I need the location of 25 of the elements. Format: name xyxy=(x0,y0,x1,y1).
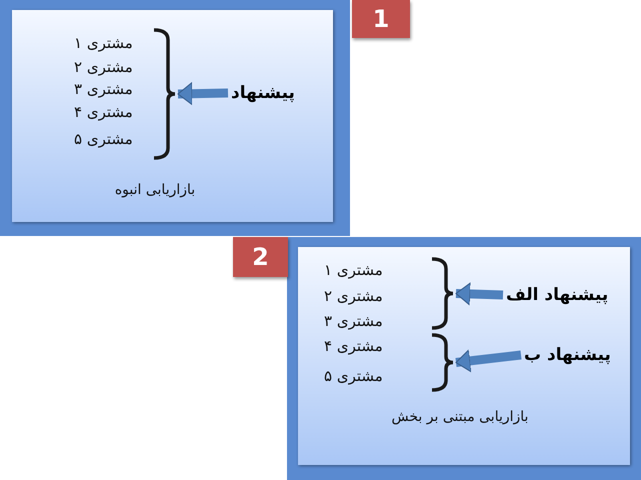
content-panel xyxy=(12,10,333,222)
offer-label: پیشنهاد الف xyxy=(506,285,608,305)
customer-label: مشتری ۵ xyxy=(74,130,134,148)
curly-brace xyxy=(430,333,454,392)
offer-label: پیشنهاد ب xyxy=(524,345,611,365)
customer-label: مشتری ۳ xyxy=(74,80,134,98)
panel-caption: بازاریابی انبوه xyxy=(114,182,196,198)
customer-label: مشتری ۲ xyxy=(324,287,384,305)
customer-label: مشتری ۲ xyxy=(74,58,134,76)
number-badge: 2 xyxy=(233,237,288,277)
customer-label: مشتری ۴ xyxy=(324,337,384,355)
customer-label: مشتری ۳ xyxy=(324,312,384,330)
number-badge: 1 xyxy=(352,0,410,38)
arrow xyxy=(178,82,228,106)
curly-brace xyxy=(152,28,176,160)
customer-label: مشتری ۱ xyxy=(74,34,134,52)
offer-label: پیشنهاد xyxy=(231,83,295,103)
customer-label: مشتری ۱ xyxy=(324,261,384,279)
content-panel xyxy=(298,247,630,465)
customer-label: مشتری ۴ xyxy=(74,103,134,121)
customer-label: مشتری ۵ xyxy=(324,367,384,385)
curly-brace xyxy=(430,257,454,330)
panel-caption: بازاریابی مبتنی بر بخش xyxy=(392,409,528,425)
arrow xyxy=(456,282,504,306)
arrow xyxy=(455,349,522,372)
